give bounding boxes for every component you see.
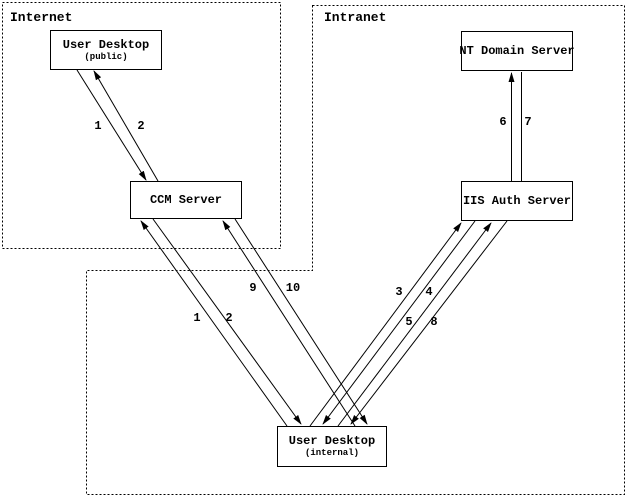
flow-label-2-public: 2 — [137, 119, 145, 133]
node-ccm-server: CCM Server — [130, 181, 242, 219]
arrow-4-iis-to-internal-desktop — [322, 220, 476, 425]
internet-zone-label: Internet — [10, 10, 73, 25]
flow-label-6: 6 — [499, 115, 507, 129]
node-subtitle: (public) — [84, 51, 128, 62]
node-title: User Desktop — [288, 434, 376, 448]
node-title: CCM Server — [149, 192, 222, 207]
arrow-8-iis-to-internal-desktop — [350, 220, 508, 425]
flow-label-10: 10 — [285, 281, 301, 295]
intranet-zone-label: Intranet — [324, 10, 387, 25]
flow-label-8: 8 — [430, 315, 438, 329]
intranet-zone-border — [86, 5, 625, 495]
flow-label-3: 3 — [395, 285, 403, 299]
flow-label-9: 9 — [249, 281, 257, 295]
arrow-9-internal-desktop-to-ccm — [222, 220, 356, 427]
flow-label-1-public: 1 — [94, 119, 102, 133]
arrow-2-ccm-to-public-desktop — [93, 70, 159, 182]
node-user-desktop-public: User Desktop (public) — [50, 30, 162, 70]
arrow-1-public-desktop-to-ccm — [76, 69, 147, 181]
flow-label-5: 5 — [405, 315, 413, 329]
arrow-5-internal-desktop-to-iis — [337, 222, 492, 427]
node-title: User Desktop — [62, 37, 150, 52]
flow-label-2-internal: 2 — [225, 311, 233, 325]
node-iis-auth-server: IIS Auth Server — [461, 181, 573, 221]
node-subtitle: (internal) — [304, 448, 359, 458]
node-user-desktop-internal: User Desktop (internal) — [277, 426, 387, 467]
arrow-1-internal-desktop-to-ccm — [140, 220, 288, 427]
arrow-3-internal-desktop-to-iis — [309, 222, 462, 427]
arrow-2-ccm-to-internal-desktop — [152, 218, 302, 425]
arrow-10-ccm-to-internal-desktop — [234, 218, 368, 425]
flow-label-4: 4 — [425, 285, 433, 299]
node-title: NT Domain Server — [459, 43, 575, 58]
node-nt-domain-server: NT Domain Server — [459, 31, 575, 71]
node-title: IIS Auth Server — [462, 193, 572, 208]
flow-label-1-internal: 1 — [193, 311, 201, 325]
flow-label-7: 7 — [524, 115, 532, 129]
internet-zone-border — [2, 2, 281, 249]
